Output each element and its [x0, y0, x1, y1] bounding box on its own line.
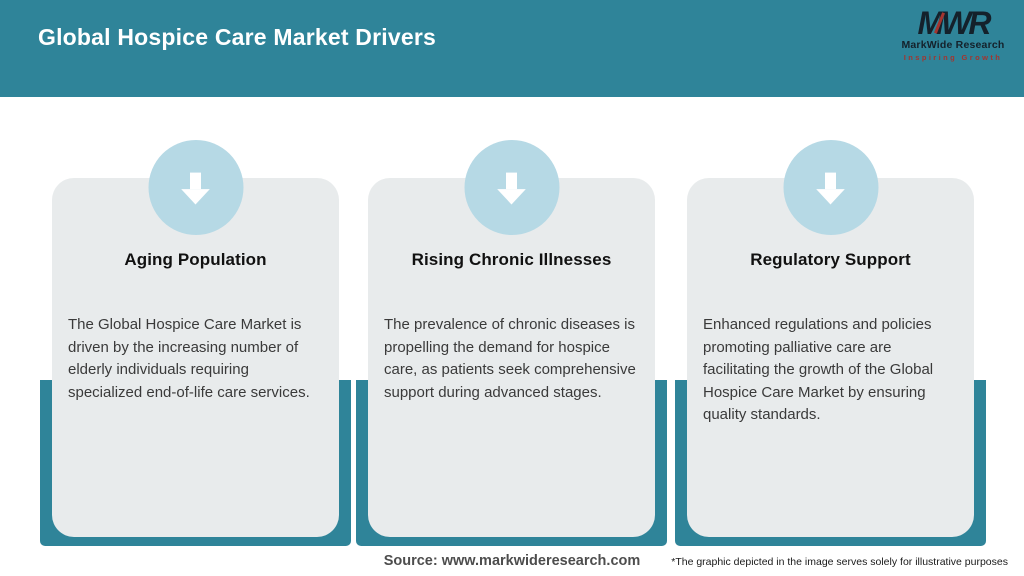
card-description: The Global Hospice Care Market is driven… — [68, 316, 310, 401]
card-body: Regulatory Support Enhanced regulations … — [687, 178, 974, 537]
driver-card-regulatory-support: Regulatory Support Enhanced regulations … — [675, 140, 986, 547]
card-title: Regulatory Support — [750, 250, 911, 269]
page-title: Global Hospice Care Market Drivers — [38, 24, 436, 50]
down-arrow-badge — [464, 140, 559, 235]
card-title: Rising Chronic Illnesses — [411, 250, 612, 269]
down-arrow-badge — [148, 140, 243, 235]
card-title: Aging Population — [124, 250, 267, 269]
driver-card-aging-population: Aging Population The Global Hospice Care… — [40, 140, 351, 547]
logo-acronym-text: MWR — [917, 5, 992, 41]
markwide-logo: MWR MarkWide Research Inspiring Growth — [894, 5, 1012, 62]
card-body: Rising Chronic Illnesses The prevalence … — [368, 178, 655, 537]
header-bar: Global Hospice Care Market Drivers MWR M… — [0, 0, 1024, 97]
down-arrow-icon — [497, 172, 526, 204]
logo-tagline: Inspiring Growth — [903, 52, 1003, 62]
card-description: Enhanced regulations and policies promot… — [703, 316, 934, 423]
down-arrow-icon — [181, 172, 210, 204]
card-description: The prevalence of chronic diseases is pr… — [384, 316, 636, 401]
logo-acronym: MWR — [894, 5, 1012, 41]
card-body: Aging Population The Global Hospice Care… — [52, 178, 339, 537]
driver-card-rising-chronic-illnesses: Rising Chronic Illnesses The prevalence … — [356, 140, 667, 547]
down-arrow-icon — [816, 172, 845, 204]
source-attribution: Source: www.markwideresearch.com — [383, 553, 641, 569]
down-arrow-badge — [783, 140, 878, 235]
logo-name: MarkWide Research — [901, 39, 1005, 51]
disclaimer-note: *The graphic depicted in the image serve… — [671, 556, 1008, 568]
